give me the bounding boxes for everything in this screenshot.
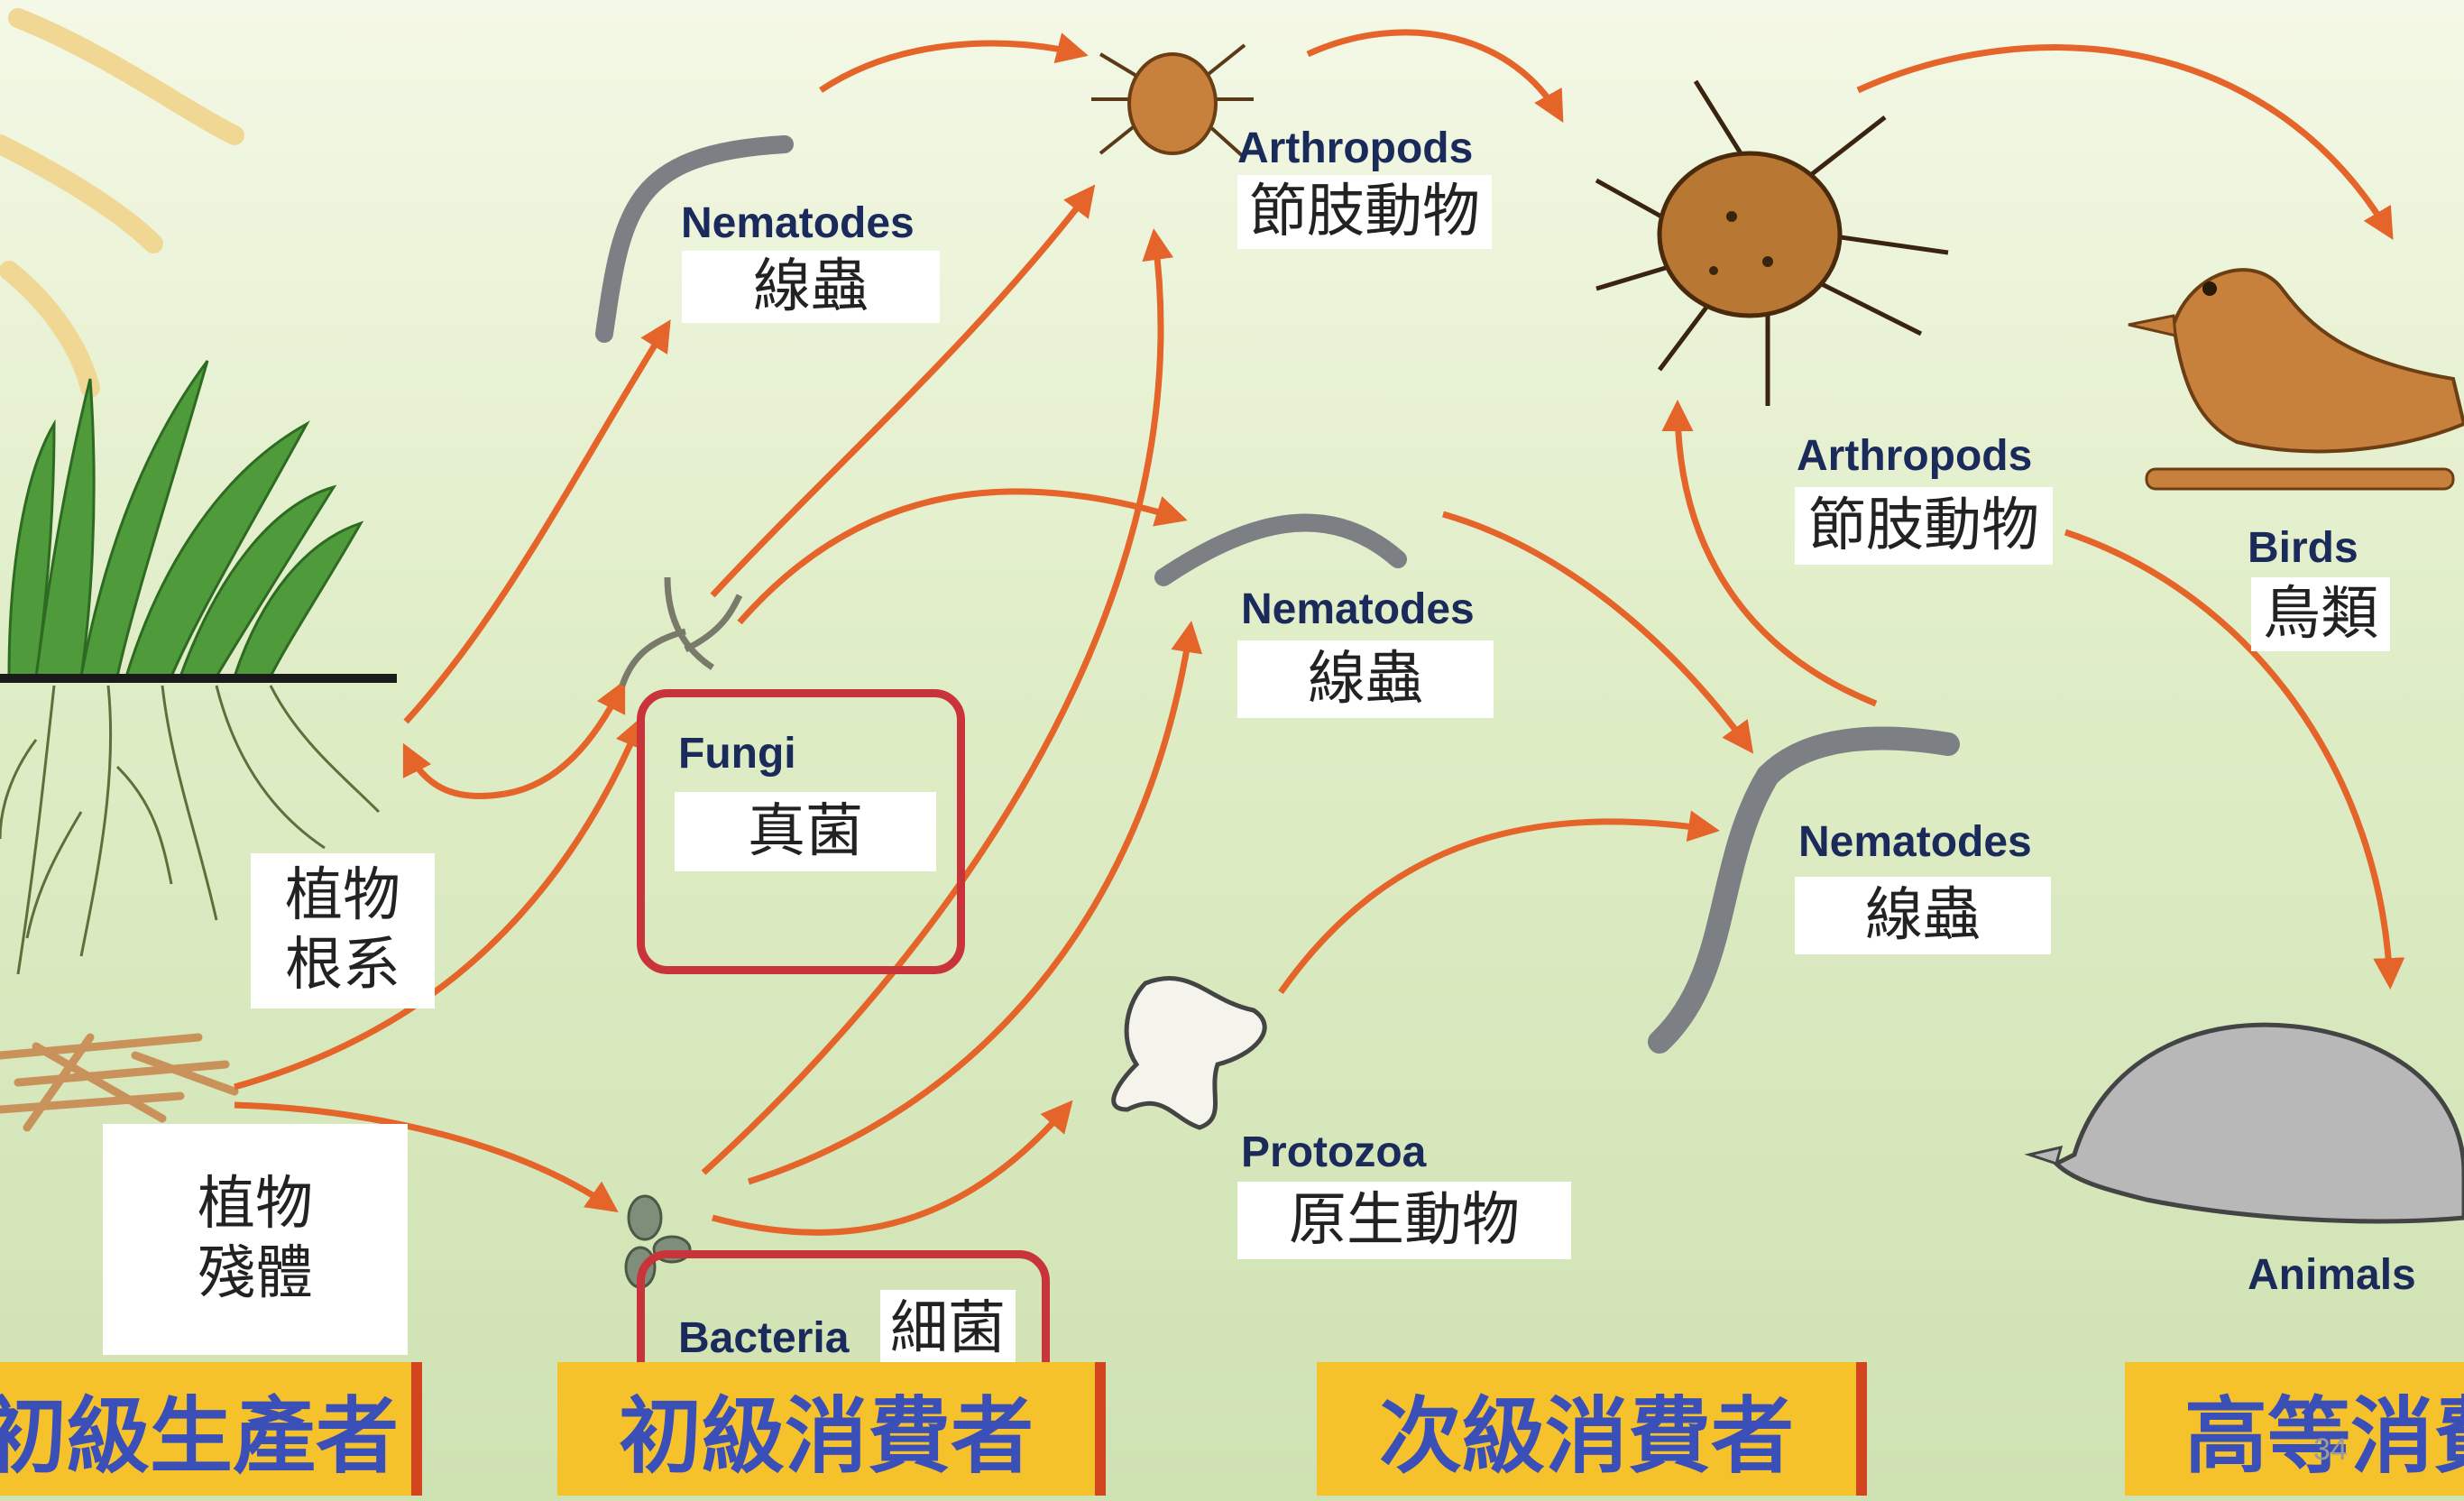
arrow-nematodes-to-arthropods — [821, 43, 1082, 90]
nematodes-3-en-label: Nematodes — [1798, 821, 2032, 864]
nematodes-2-en-label: Nematodes — [1241, 588, 1475, 631]
arrow-bacteria-to-protozoa — [713, 1105, 1069, 1232]
sun-rays-illustration — [0, 18, 234, 388]
mite-arthropod-1 — [1091, 45, 1254, 158]
page-number: 34 — [2313, 1432, 2348, 1468]
trophic-level-secondary-consumer: 次級消費者 — [1317, 1362, 1867, 1496]
birds-zh-label: 鳥類 — [2251, 577, 2390, 651]
fungi-hyphae-illustration — [622, 577, 740, 686]
arthropods-2-en-label: Arthropods — [1797, 435, 2032, 478]
mole-animal-illustration — [2029, 1025, 2464, 1221]
nematodes-2-zh-label: 線蟲 — [1237, 640, 1494, 718]
animals-en-label: Animals — [2248, 1254, 2416, 1297]
protozoa-illustration — [1114, 978, 1264, 1128]
nematodes-3-zh-label: 線蟲 — [1795, 877, 2051, 954]
birds-en-label: Birds — [2248, 527, 2358, 570]
arrow-arthropods-to-arthropods — [1308, 32, 1560, 117]
plant-grass-illustration — [9, 361, 361, 677]
trophic-level-primary-producer: 初級生產者 — [0, 1362, 422, 1496]
arrow-roots-to-nematodes — [406, 325, 667, 722]
arrow-roots-to-fungi — [505, 686, 622, 794]
nematode-worm-2 — [1163, 523, 1398, 577]
trophic-level-label: 高等消費者 — [2184, 1369, 2464, 1489]
arrow-arthropods-to-birds — [1858, 48, 2390, 235]
nematodes-1-en-label: Nematodes — [681, 202, 915, 245]
trophic-level-higher-consumer: 高等消費者 — [2125, 1362, 2464, 1496]
trophic-level-label: 初級生產者 — [0, 1369, 399, 1489]
protozoa-zh-label: 原生動物 — [1237, 1182, 1571, 1259]
arthropods-1-zh-label: 節肢動物 — [1237, 175, 1492, 249]
trophic-level-label: 初級消費者 — [619, 1369, 1034, 1489]
arrow-fungi-to-roots — [406, 749, 505, 797]
arthropods-1-en-label: Arthropods — [1237, 127, 1473, 170]
bird-illustration — [2128, 270, 2464, 489]
trophic-level-primary-consumer: 初級消費者 — [557, 1362, 1106, 1496]
plant-roots-zh-label: 植物根系 — [251, 853, 435, 1008]
protozoa-en-label: Protozoa — [1241, 1131, 1426, 1174]
arrow-fungi-to-nematodes — [740, 492, 1181, 622]
mite-arthropod-2 — [1596, 81, 1948, 406]
plant-residue-zh-label: 植物殘體 — [103, 1124, 408, 1355]
nematodes-1-zh-label: 線蟲 — [682, 251, 940, 323]
plant-residue-illustration — [0, 1037, 234, 1128]
trophic-level-label: 次級消費者 — [1379, 1369, 1794, 1489]
arrow-protozoa-to-nematodes — [1281, 822, 1714, 992]
fungi-highlight-box — [637, 689, 965, 974]
arthropods-2-zh-label: 節肢動物 — [1795, 487, 2053, 565]
